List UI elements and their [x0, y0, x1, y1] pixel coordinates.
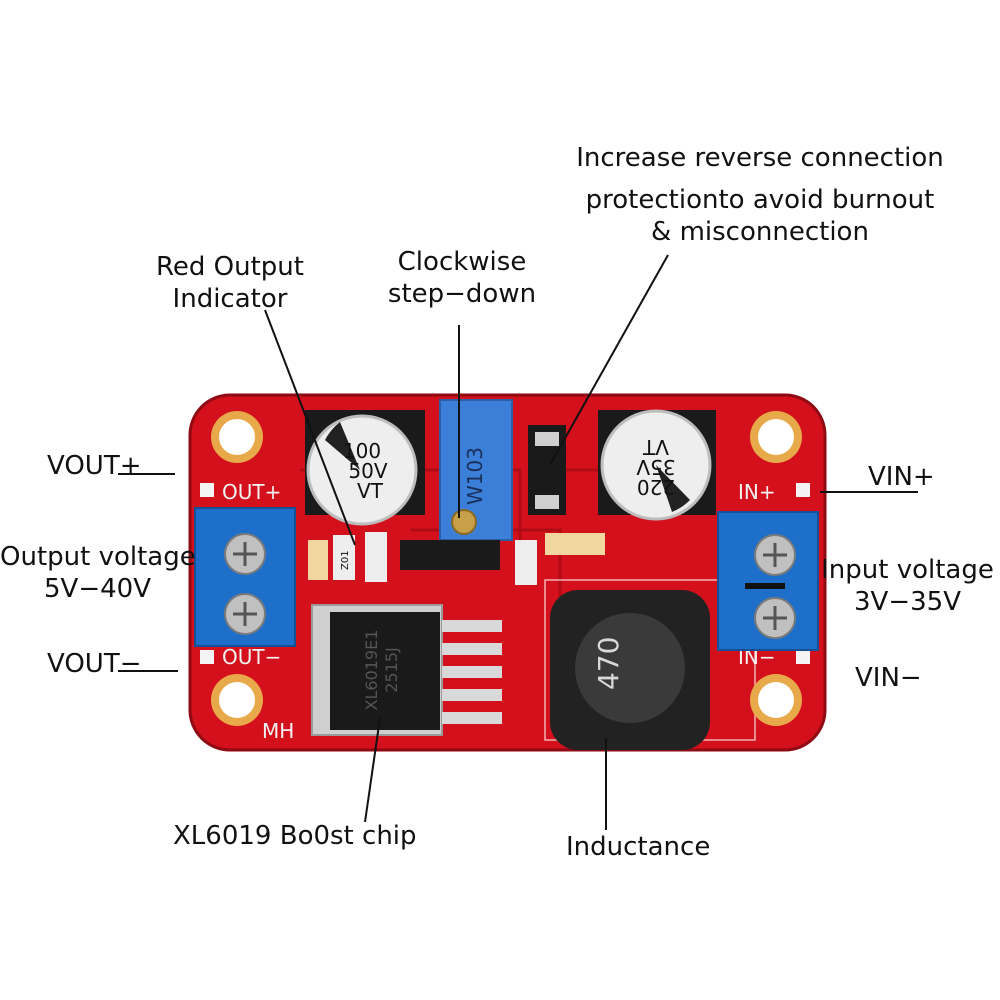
silk-out-plus: OUT+ [222, 480, 281, 504]
chip-pin [442, 689, 502, 701]
pot-marking: W103 [463, 447, 487, 505]
label-line: Indicator [172, 284, 288, 314]
label-line: Output voltage [0, 542, 196, 572]
mounting-hole [211, 674, 263, 726]
label-input-voltage: Input voltage 3V−35V [820, 554, 995, 618]
label-vin-plus: VIN+ [868, 462, 935, 492]
capacitor-left: 100 50V VT [305, 410, 425, 526]
mounting-hole [750, 674, 802, 726]
chip-pin [442, 712, 502, 724]
smd-component [400, 540, 500, 570]
cap-left-voltage: 50V [348, 459, 387, 483]
output-terminal-block [194, 507, 296, 647]
mounting-hole [211, 411, 263, 463]
cap-right-voltage: 35V [636, 455, 675, 479]
label-line: 5V−40V [44, 574, 151, 604]
smd-resistor [333, 535, 355, 580]
silk-out-minus: OUT− [222, 645, 281, 669]
label-line: Input voltage [821, 555, 994, 585]
red-output-led [365, 532, 387, 582]
capacitor-right: 220 35V VT [598, 409, 716, 521]
leader-line-red-output [264, 309, 356, 546]
label-line: protectionto avoid burnout [585, 185, 935, 215]
inductor: 470 [550, 590, 710, 750]
xl6019-chip: XL6019E1 2515J [311, 604, 502, 736]
label-red-output-indicator: Red Output Indicator [120, 251, 340, 315]
pad-out-plus [200, 483, 214, 497]
label-line: Clockwise [397, 247, 527, 277]
cap-left-value: 100 [343, 439, 381, 463]
chip-marking-model: XL6019E1 [362, 630, 381, 711]
label-inductance: Inductance [566, 832, 711, 862]
label-reverse-protection: Increase reverse connection protectionto… [550, 142, 970, 248]
potentiometer: W103 [439, 399, 513, 541]
pad-in-minus [796, 650, 810, 664]
label-line: Red Output [156, 252, 304, 282]
label-vout-plus: VOUT+ [47, 451, 142, 481]
cap-right-series: VT [642, 435, 669, 459]
label-line: 3V−35V [854, 587, 961, 617]
label-line: Increase reverse connection [576, 143, 944, 173]
leader-line-chip [364, 717, 381, 823]
label-output-voltage: Output voltage 5V−40V [0, 541, 196, 605]
label-xl6019-chip: XL6019 Bo0st chip [173, 821, 417, 851]
chip-pin [442, 620, 502, 632]
inductor-marking: 470 [592, 637, 625, 690]
mounting-hole [750, 411, 802, 463]
leader-line-reverse-protection [549, 254, 669, 466]
cap-right-value: 220 [637, 475, 675, 499]
silk-mh: MH [262, 719, 294, 743]
smd-resistor [308, 540, 328, 580]
led-marking: Z01 [340, 550, 351, 570]
cap-left-series: VT [357, 479, 384, 503]
label-line: step−down [387, 279, 537, 309]
input-terminal-block [717, 511, 819, 651]
chip-pin [442, 666, 502, 678]
diode [528, 425, 566, 515]
label-vin-minus: VIN− [855, 663, 922, 693]
pad-in-plus [796, 483, 810, 497]
silk-in-plus: IN+ [738, 480, 776, 504]
chip-marking-date: 2515J [382, 647, 401, 692]
label-vout-minus: VOUT− [47, 649, 142, 679]
label-line: & misconnection [651, 217, 869, 247]
smd-resistor [545, 533, 605, 555]
pot-screw [451, 509, 477, 535]
pad-out-minus [200, 650, 214, 664]
chip-pin [442, 643, 502, 655]
smd-capacitor [515, 540, 537, 585]
label-clockwise-step-down: Clockwise step−down [362, 246, 562, 310]
